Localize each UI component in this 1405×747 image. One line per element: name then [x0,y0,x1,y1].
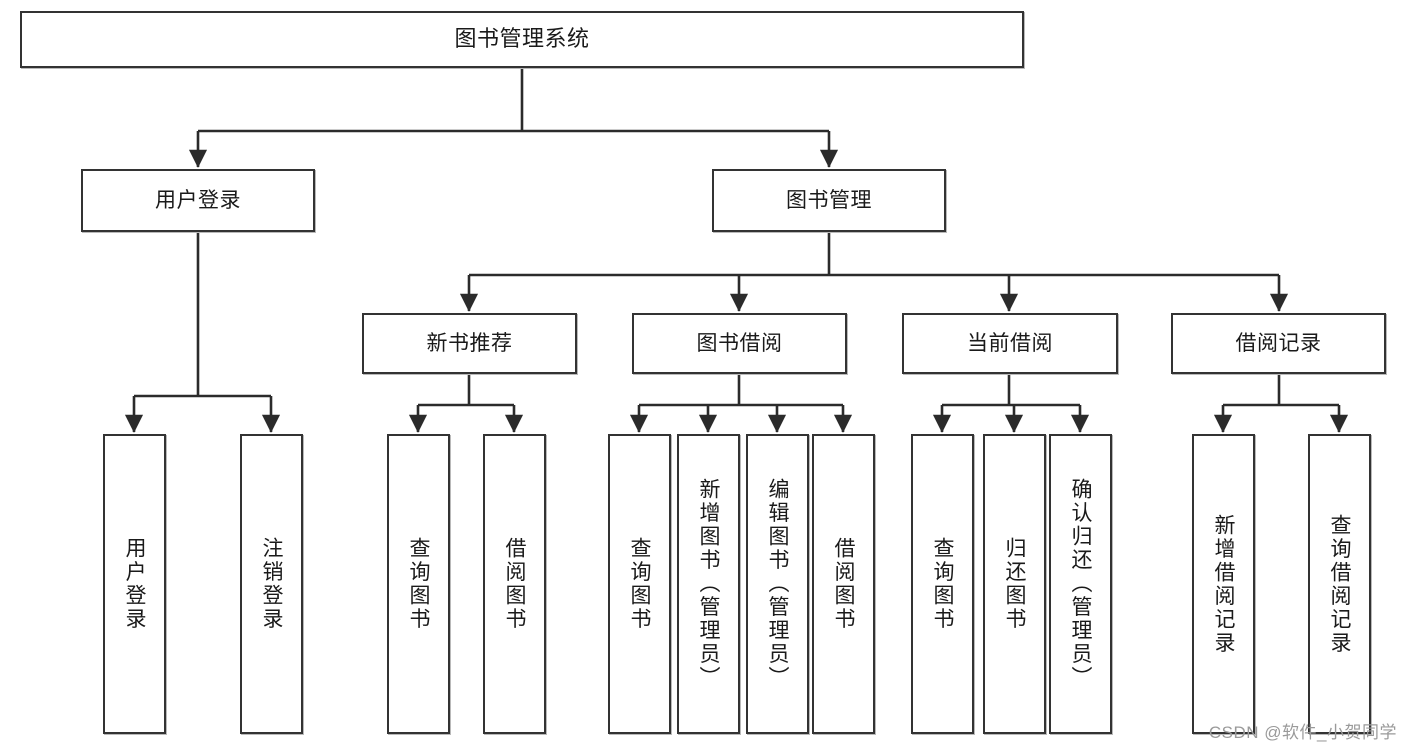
node-book-management[interactable]: 图书管理 [712,169,946,232]
node-new-book-recommend[interactable]: 新书推荐 [362,313,577,374]
leaf-user-logout[interactable]: 注销登录 [240,434,303,734]
leaf-current-query-book[interactable]: 查询图书 [911,434,974,734]
leaf-borrow-borrow-book-label: 借阅图书 [832,537,856,631]
leaf-borrow-add-book-admin-label: 新增图书（管理员） [697,478,721,690]
node-book-management-label: 图书管理 [786,188,872,212]
leaf-borrow-query-book-label: 查询图书 [628,537,652,631]
leaf-record-query-record-label: 查询借阅记录 [1328,513,1352,655]
node-book-borrow-label: 图书借阅 [696,331,783,355]
watermark-text: CSDN @软件_小贺同学 [1208,723,1397,742]
leaf-borrow-borrow-book[interactable]: 借阅图书 [812,434,875,734]
node-current-borrow[interactable]: 当前借阅 [902,313,1118,374]
leaf-newbook-borrow-book[interactable]: 借阅图书 [483,434,546,734]
node-current-borrow-label: 当前借阅 [967,331,1053,355]
leaf-current-confirm-return-admin-label: 确认归还（管理员） [1069,478,1093,690]
node-borrow-record-label: 借阅记录 [1235,331,1322,355]
leaf-user-login-label: 用户登录 [123,537,147,631]
leaf-current-return-book[interactable]: 归还图书 [983,434,1046,734]
leaf-current-return-book-label: 归还图书 [1003,537,1027,631]
leaf-current-confirm-return-admin[interactable]: 确认归还（管理员） [1049,434,1112,734]
leaf-borrow-edit-book-admin-label: 编辑图书（管理员） [766,478,790,690]
leaf-newbook-borrow-book-label: 借阅图书 [503,537,527,631]
leaf-borrow-add-book-admin[interactable]: 新增图书（管理员） [677,434,740,734]
node-new-book-recommend-label: 新书推荐 [426,331,513,355]
leaf-borrow-edit-book-admin[interactable]: 编辑图书（管理员） [746,434,809,734]
node-borrow-record[interactable]: 借阅记录 [1171,313,1386,374]
leaf-record-add-record[interactable]: 新增借阅记录 [1192,434,1255,734]
node-root[interactable]: 图书管理系统 [20,11,1024,68]
leaf-user-logout-label: 注销登录 [260,537,284,631]
leaf-borrow-query-book[interactable]: 查询图书 [608,434,671,734]
node-user-login-label: 用户登录 [155,188,241,212]
node-root-label: 图书管理系统 [454,26,590,52]
leaf-record-query-record[interactable]: 查询借阅记录 [1308,434,1371,734]
node-book-borrow[interactable]: 图书借阅 [632,313,847,374]
leaf-record-add-record-label: 新增借阅记录 [1212,513,1236,655]
node-user-login[interactable]: 用户登录 [81,169,315,232]
leaf-newbook-query-book-label: 查询图书 [407,537,431,631]
leaf-user-login[interactable]: 用户登录 [103,434,166,734]
leaf-current-query-book-label: 查询图书 [931,537,955,631]
leaf-newbook-query-book[interactable]: 查询图书 [387,434,450,734]
